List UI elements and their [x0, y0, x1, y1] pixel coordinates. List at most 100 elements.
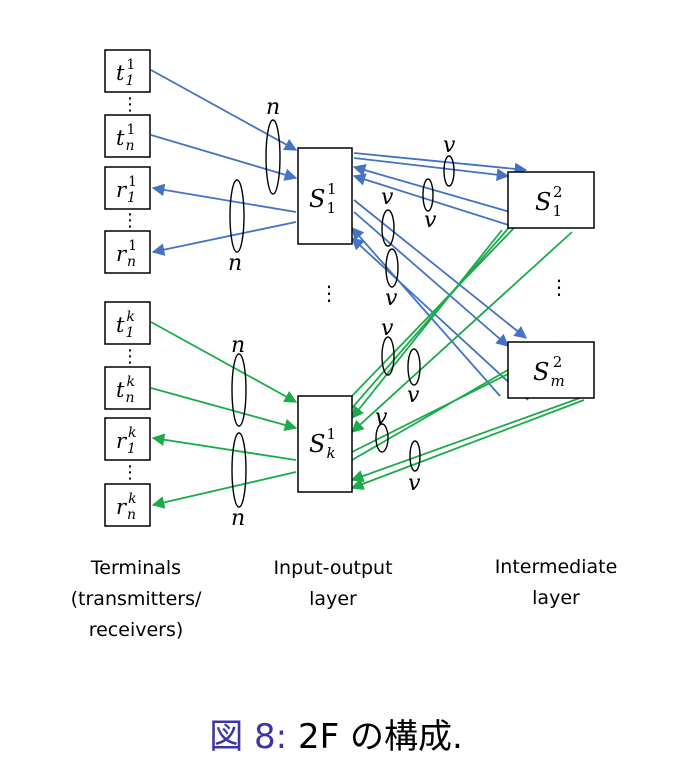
switch-sub: m — [550, 372, 564, 390]
bundle-ellipse — [231, 432, 247, 508]
bundle-label-v: v — [424, 208, 437, 233]
terminal-sup: k — [126, 309, 134, 325]
terminal-sup: 1 — [128, 174, 137, 190]
blue-links — [150, 69, 529, 401]
intermediate-switch: Sm2 — [507, 341, 595, 399]
terminal-box: r1k — [104, 417, 151, 461]
terminal-sub: n — [127, 254, 136, 270]
terminal-sub: 1 — [125, 325, 134, 341]
terminal-base: r — [116, 178, 128, 202]
switch-base: S — [309, 430, 325, 458]
terminal-box: t1k — [104, 301, 151, 345]
bundle-label-v: v — [385, 286, 398, 311]
bundle-label-v: v — [407, 383, 420, 408]
link-s12-sk1-a — [351, 229, 503, 419]
terminal-sup: 1 — [128, 238, 137, 254]
vertical-ellipsis: ⋮ — [549, 275, 569, 299]
terminal-base: t — [116, 313, 125, 337]
terminal-box: rn1 — [104, 230, 151, 274]
switch-base: S — [533, 358, 549, 386]
svg-text:rnk: rnk — [116, 491, 137, 523]
switch-sub: k — [326, 444, 335, 462]
label-line: layer — [309, 588, 357, 610]
link-sm2-sk1-a — [350, 397, 581, 483]
terminal-sub: n — [125, 138, 134, 154]
bundle-ellipse — [407, 348, 421, 386]
terminal-base: t — [116, 378, 125, 402]
svg-text:Sm2: Sm2 — [533, 353, 565, 390]
terminal-sub: 1 — [127, 190, 136, 206]
bundle-label-v: v — [408, 471, 421, 496]
link-sk1-r1k — [151, 433, 297, 461]
switch-sup: 1 — [327, 425, 337, 443]
svg-text:Sk1: Sk1 — [309, 425, 336, 462]
io-switch: S11 — [297, 147, 353, 245]
bundle-label-n: n — [266, 95, 280, 120]
link-tnk-sk1 — [150, 387, 298, 432]
bundle-ellipse — [443, 155, 455, 187]
switch-sub: 1 — [326, 199, 336, 217]
bundle-ellipse — [409, 440, 421, 472]
svg-text:S12: S12 — [535, 183, 563, 220]
terminal-base: r — [116, 429, 128, 453]
terminal-box: r11 — [104, 166, 151, 210]
link-s11-s12-a — [353, 152, 528, 176]
bundle-ellipse — [381, 336, 395, 376]
link-sm2-sk1-b — [350, 399, 585, 490]
vertical-ellipsis: ⋮ — [319, 281, 339, 305]
terminal-box: t11 — [104, 49, 151, 93]
terminal-box: tnk — [104, 366, 151, 410]
terminal-base: t — [116, 126, 125, 150]
link-s12-s11-b — [352, 173, 519, 229]
terminal-base: r — [116, 495, 128, 519]
bundle-label-n: n — [231, 506, 245, 531]
bundle-label-v: v — [375, 405, 388, 430]
link-t1k-sk1 — [150, 321, 298, 403]
caption-figure-number: 図 8: — [209, 717, 287, 757]
terminal-sub: 1 — [125, 73, 134, 89]
bundle-ellipse — [231, 353, 247, 427]
terminal-group-k: t1k ⋮ tnk r1k ⋮ rnk — [104, 301, 151, 527]
bundle-ellipse — [229, 179, 245, 253]
bundle-ellipse — [385, 248, 399, 288]
link-sm2-s11-b — [351, 237, 529, 401]
svg-text:rn1: rn1 — [116, 238, 137, 270]
terminal-sup: k — [126, 374, 134, 390]
link-sk1-rnk — [151, 471, 297, 509]
terminal-sup: 1 — [126, 57, 135, 73]
terminal-sub: n — [127, 507, 136, 523]
caption-text: 2F の構成. — [287, 717, 463, 757]
label-line: Intermediate — [495, 556, 618, 578]
label-line: receivers) — [89, 619, 184, 641]
bundle-ellipse — [381, 209, 395, 247]
vertical-ellipsis: ⋮ — [121, 210, 139, 231]
bundle-ellipses — [229, 119, 455, 508]
link-s11-sm2-b — [353, 211, 509, 347]
svg-text:tnk: tnk — [116, 374, 135, 406]
switch-base: S — [535, 188, 551, 216]
svg-text:t11: t11 — [116, 57, 135, 89]
column-label-intermediate: Intermediate layer — [495, 556, 618, 609]
bundle-label-v: v — [381, 316, 394, 341]
io-switch: Sk1 — [297, 395, 353, 493]
bundle-label-n: n — [228, 251, 242, 276]
label-line: (transmitters/ — [71, 588, 202, 610]
svg-text:tn1: tn1 — [116, 122, 135, 154]
label-line: Input-output — [273, 557, 392, 579]
terminal-sub: n — [125, 390, 134, 406]
bundle-label-n: n — [231, 333, 245, 358]
vertical-ellipsis: ⋮ — [121, 346, 139, 367]
svg-text:r1k: r1k — [116, 425, 136, 457]
terminal-box: rnk — [104, 483, 151, 527]
switch-sup: 2 — [553, 183, 563, 201]
bundle-ellipse — [422, 178, 434, 212]
bundle-label-v: v — [443, 133, 456, 158]
switch-sup: 2 — [553, 353, 563, 371]
terminal-sub: 1 — [127, 441, 136, 457]
link-tn1-s11 — [150, 134, 298, 181]
vertical-ellipsis: ⋮ — [121, 94, 139, 115]
bundle-ellipse — [265, 119, 281, 195]
column-label-terminals: Terminals (transmitters/ receivers) — [71, 557, 202, 641]
bundle-labels: n n n n v v v v v v v v — [228, 95, 456, 531]
